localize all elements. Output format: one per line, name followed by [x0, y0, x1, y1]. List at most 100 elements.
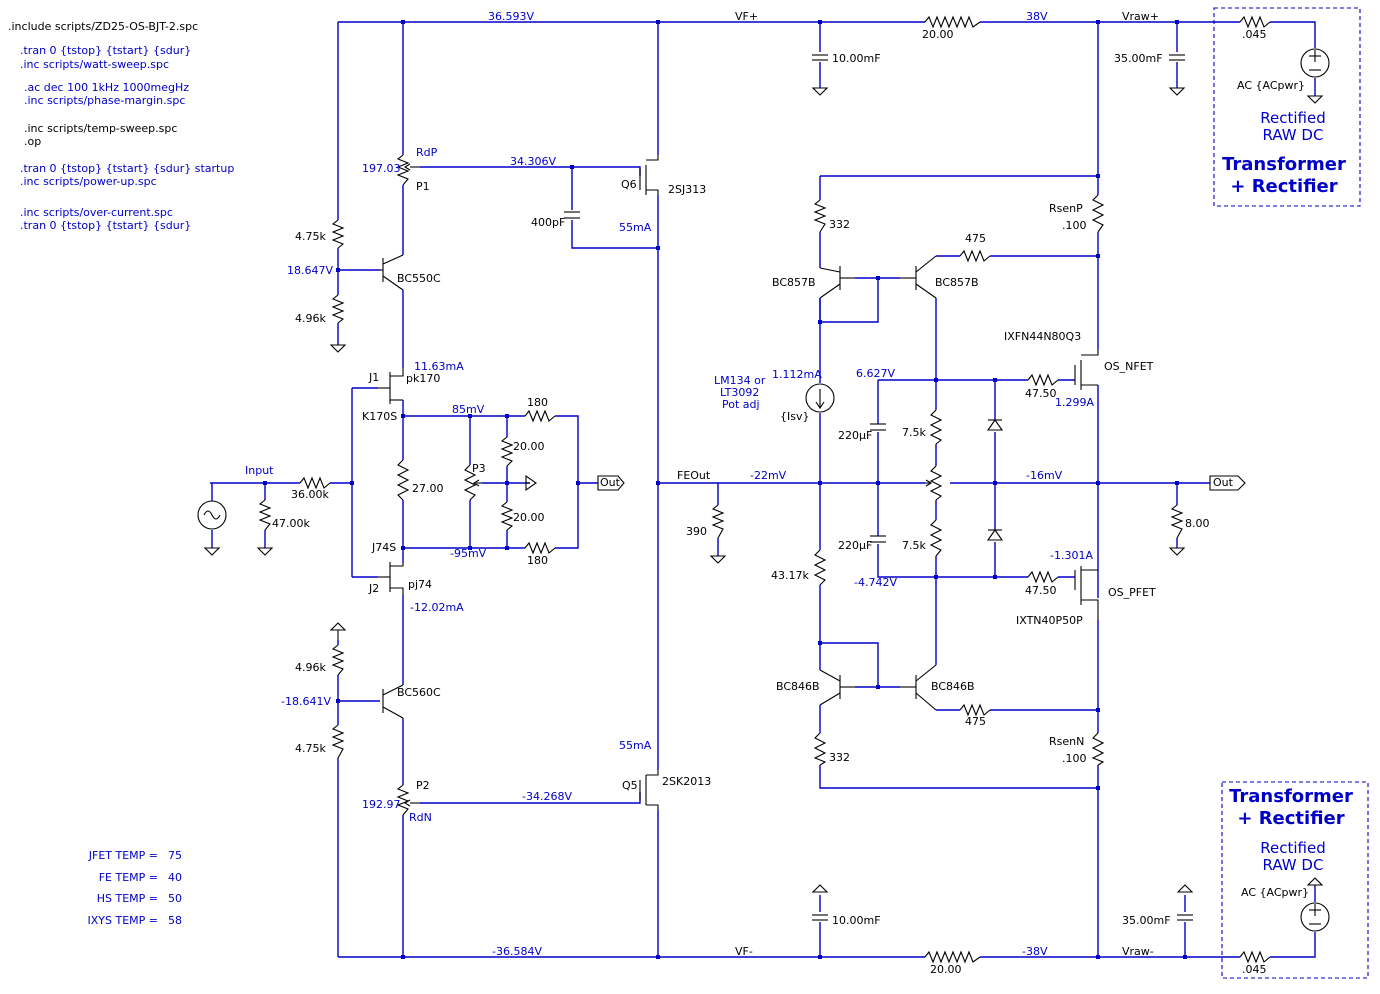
feout-voltage: -22mV: [750, 469, 787, 482]
csrc-current: 1.112mA: [772, 368, 822, 381]
r4317-label: 43.17k: [771, 569, 809, 582]
j1-current: 11.63mA: [414, 360, 464, 373]
r20-top-label: 20.00: [922, 28, 954, 41]
top-box-raw-dc: RAW DC: [1263, 126, 1324, 144]
c35m-bot-label: 35.00mF: [1122, 914, 1171, 927]
spice-directives: .include scripts/ZD25-OS-BJT-2.spc .tran…: [8, 20, 234, 232]
q6-part: 2SJ313: [668, 183, 706, 196]
bc857-right-label: BC857B: [935, 276, 979, 289]
out-flags: [597, 475, 1246, 491]
component-labels: RdP P1 P2 RdN P3 Q6 2SJ313 Q5 2SK2013 40…: [272, 28, 1309, 976]
transformer-box-labels: Rectified RAW DC Transformer + Rectifier…: [1222, 109, 1353, 874]
ac-sources: [197, 48, 1330, 932]
ac-top-label: AC {ACpwr}: [1237, 79, 1305, 92]
capacitors: [564, 54, 1193, 921]
vf-pos-label: VF+: [735, 10, 758, 23]
current-source: [805, 383, 835, 413]
p3-label: P3: [472, 462, 486, 475]
bottom-box-raw-dc: RAW DC: [1263, 856, 1324, 874]
directive-tran-1: .tran 0 {tstop} {tstart} {sdur}: [20, 44, 191, 57]
r8-label: 8.00: [1185, 517, 1210, 530]
bc846-left-label: BC846B: [776, 680, 820, 693]
q5-current: 55mA: [619, 739, 652, 752]
j74s-label: J74S: [371, 541, 396, 554]
rdn-label: RdN: [409, 811, 432, 824]
gate-n-voltage: -34.268V: [522, 790, 572, 803]
r045-top-label: .045: [1242, 28, 1267, 41]
j2-current: -12.02mA: [410, 601, 464, 614]
jfets: [378, 368, 404, 595]
base-n-voltage: -18.641V: [281, 695, 331, 708]
q5-part: 2SK2013: [662, 775, 711, 788]
j2-label: J2: [368, 582, 379, 595]
r475k-label: 4.75k: [295, 230, 326, 243]
lm134-label-2: LT3092: [720, 386, 759, 399]
rdp-label: RdP: [416, 146, 438, 159]
fe-temp-value: 40: [168, 871, 182, 884]
c220-bot-label: 220µF: [838, 539, 872, 552]
ixys-temp-label: IXYS TEMP =: [88, 914, 159, 927]
bottom-box-rectifier: + Rectifier: [1237, 808, 1344, 829]
directive-op: .op: [24, 135, 41, 148]
base-p-voltage: 18.647V: [287, 264, 333, 277]
rdp-value: 197.03: [362, 162, 401, 175]
vraw-pos-label: Vraw+: [1122, 10, 1159, 23]
bottom-box-transformer: Transformer: [1229, 786, 1353, 807]
r045-bot-label: .045: [1242, 963, 1267, 976]
out-voltage: -16mV: [1026, 469, 1063, 482]
bias-top-voltage: 6.627V: [856, 367, 895, 380]
input-label: Input: [245, 464, 274, 477]
fe-temp-label: FE TEMP =: [99, 871, 158, 884]
j1-part: pk170: [406, 372, 440, 385]
transformer-boxes: [1213, 7, 1369, 979]
junctions: [263, 20, 1187, 959]
jfet-temp-label: JFET TEMP =: [88, 849, 158, 862]
resistors: [258, 15, 1271, 964]
c35m-top-label: 35.00mF: [1114, 52, 1163, 65]
rsenp-label: RsenP: [1049, 202, 1083, 215]
j2-part: pj74: [408, 578, 432, 591]
ac-bot-label: AC {ACpwr}: [1241, 886, 1309, 899]
r496k-label: 4.96k: [295, 312, 326, 325]
directive-temp-sweep: .inc scripts/temp-sweep.spc: [24, 122, 177, 135]
r496k-b-label: 4.96k: [295, 661, 326, 674]
r180b-label: 180: [527, 554, 548, 567]
k170s-label: K170S: [362, 410, 397, 423]
r475-bot-label: 475: [965, 715, 986, 728]
directive-over-current: .inc scripts/over-current.spc: [20, 206, 173, 219]
directive-phase-margin: .inc scripts/phase-margin.spc: [24, 94, 185, 107]
r75-bot-label: 7.5k: [902, 539, 926, 552]
potentiometers: [396, 154, 943, 816]
ixtn-label: IXTN40P50P: [1016, 614, 1083, 627]
r390-label: 390: [686, 525, 707, 538]
lm134-label-3: Pot adj: [722, 398, 760, 411]
r75-top-label: 7.5k: [902, 426, 926, 439]
mosfets: [639, 155, 1099, 810]
j1-label: J1: [368, 371, 379, 384]
bjts: [380, 254, 937, 719]
directive-include: .include scripts/ZD25-OS-BJT-2.spc: [8, 20, 198, 33]
feout-label: FEOut: [677, 469, 711, 482]
k170-voltage: 85mV: [452, 403, 485, 416]
jfet-temp-value: 75: [168, 849, 182, 862]
pfet-current: -1.301A: [1050, 549, 1093, 562]
nfet-current: 1.299A: [1055, 396, 1094, 409]
p2-label: P2: [416, 779, 430, 792]
r4750-top-label: 47.50: [1025, 387, 1057, 400]
rail-38v: 38V: [1026, 10, 1048, 23]
c400-label: 400pF: [531, 216, 565, 229]
rsenn-label: RsenN: [1049, 735, 1084, 748]
rail-neg-front: -36.584V: [492, 945, 542, 958]
bc846-right-label: BC846B: [931, 680, 975, 693]
vraw-neg-label: Vraw-: [1122, 945, 1154, 958]
q6-current: 55mA: [619, 221, 652, 234]
directive-ac: .ac dec 100 1kHz 1000megHz: [24, 81, 189, 94]
bc560-label: BC560C: [397, 686, 441, 699]
os-nfet-label: OS_NFET: [1104, 360, 1154, 373]
os-pfet-label: OS_PFET: [1108, 586, 1156, 599]
p1-label: P1: [416, 180, 430, 193]
j74-voltage: -95mV: [450, 547, 487, 560]
rsenp-value: .100: [1062, 219, 1087, 232]
r47k-label: 47.00k: [272, 517, 310, 530]
r332-bot-label: 332: [829, 751, 850, 764]
